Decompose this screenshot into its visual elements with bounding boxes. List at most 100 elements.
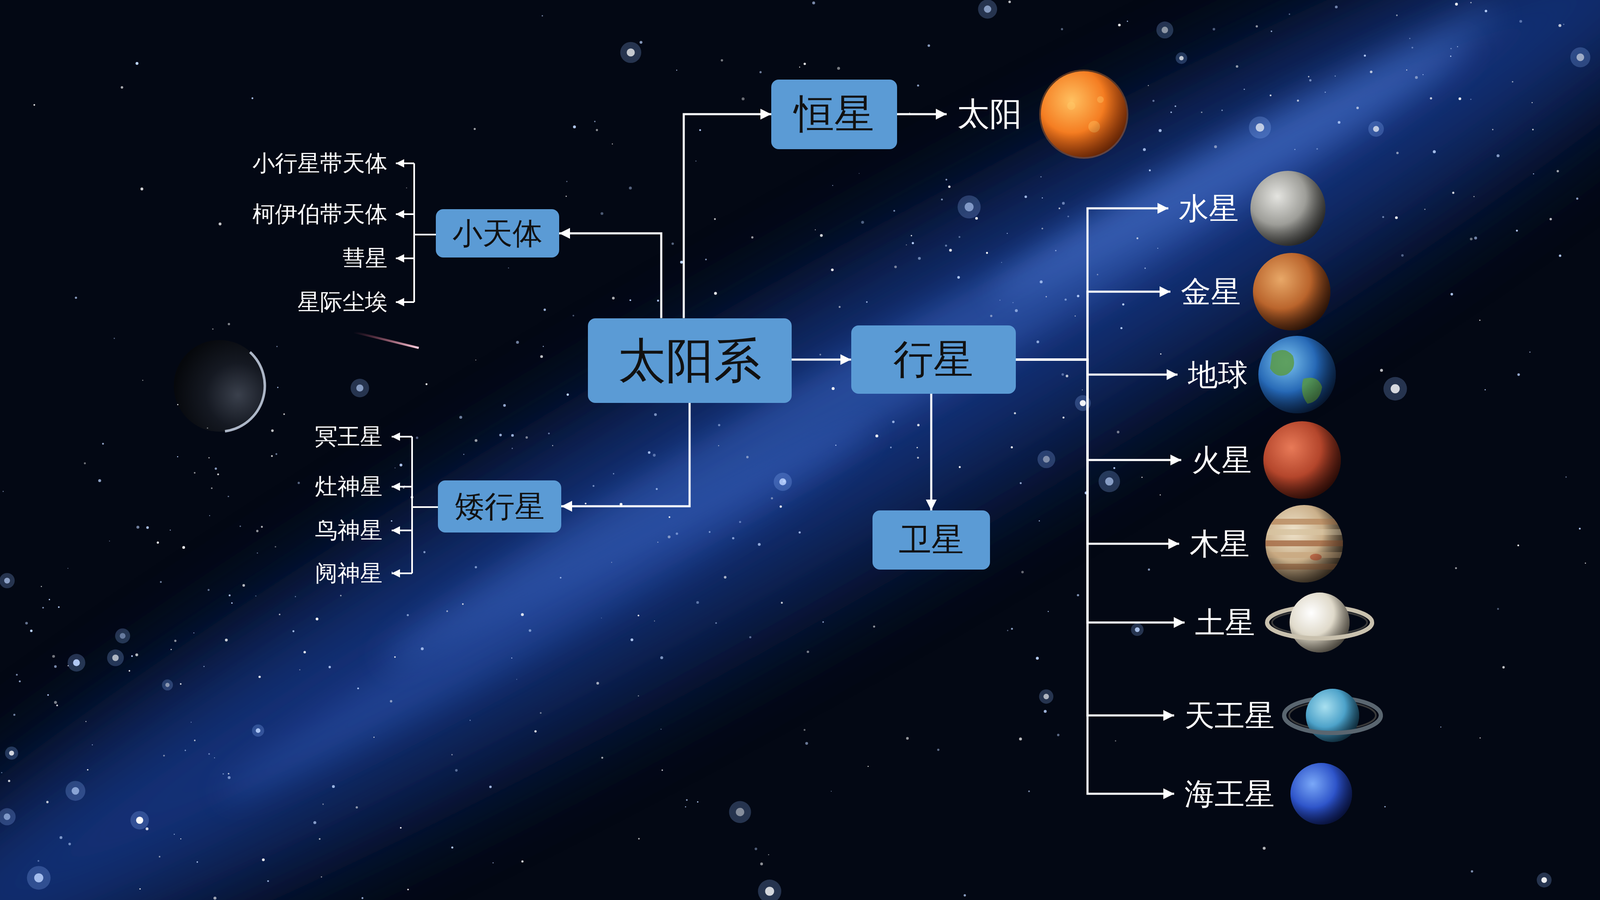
star xyxy=(565,195,567,198)
star xyxy=(964,202,974,212)
star xyxy=(260,525,263,528)
moon xyxy=(173,340,266,432)
leader-arrow xyxy=(395,301,415,303)
star xyxy=(328,665,332,669)
star xyxy=(30,629,33,633)
star xyxy=(1028,790,1030,793)
star xyxy=(7,780,10,783)
star xyxy=(177,456,179,458)
node-label: 木星 xyxy=(1189,525,1250,562)
star xyxy=(746,455,749,459)
star-glow xyxy=(1536,872,1552,888)
star xyxy=(1152,100,1155,103)
star xyxy=(830,790,832,792)
star xyxy=(1578,527,1581,530)
star xyxy=(1502,666,1505,669)
star xyxy=(140,187,144,191)
star xyxy=(595,129,598,132)
star xyxy=(1384,805,1386,808)
star xyxy=(231,602,233,604)
star xyxy=(315,617,319,621)
planet-illustration xyxy=(1281,664,1384,767)
star xyxy=(1047,610,1049,613)
star xyxy=(489,785,492,789)
star xyxy=(357,687,359,690)
star xyxy=(521,860,524,863)
star xyxy=(1159,494,1161,496)
member-label: 彗星 xyxy=(342,245,388,273)
star xyxy=(806,650,810,653)
star xyxy=(1067,215,1070,218)
planet-illustration xyxy=(1264,504,1344,584)
star xyxy=(34,873,44,883)
star xyxy=(394,656,396,658)
planet-ring-front xyxy=(1267,622,1373,639)
star xyxy=(1316,147,1318,150)
star xyxy=(911,242,914,245)
star xyxy=(92,744,93,746)
star-glow xyxy=(620,42,642,63)
star-glow xyxy=(65,780,86,801)
star xyxy=(1585,562,1587,564)
star xyxy=(732,537,735,540)
star xyxy=(173,833,175,835)
star xyxy=(112,654,119,661)
star xyxy=(225,638,228,642)
star xyxy=(1307,75,1310,78)
member-label: 阋神星 xyxy=(315,560,383,588)
star xyxy=(170,648,172,650)
star-glow xyxy=(1156,21,1174,39)
star xyxy=(391,571,393,573)
star xyxy=(3,813,11,820)
star xyxy=(1356,106,1359,110)
star xyxy=(193,632,195,634)
star xyxy=(714,218,716,220)
connector-arrow xyxy=(561,402,690,507)
star xyxy=(255,595,257,597)
star xyxy=(277,386,279,388)
star xyxy=(657,541,659,543)
star xyxy=(735,807,745,817)
star xyxy=(473,127,476,130)
star xyxy=(1135,627,1140,633)
star xyxy=(1065,374,1069,378)
star xyxy=(1021,570,1024,574)
star xyxy=(182,546,186,550)
star xyxy=(803,728,806,731)
star-glow xyxy=(5,746,18,760)
star xyxy=(1492,128,1494,130)
star xyxy=(1013,412,1016,415)
planet-shade xyxy=(1263,421,1341,499)
celestial-body: 海王星 xyxy=(1174,762,1353,826)
star xyxy=(9,750,15,756)
star xyxy=(749,636,752,639)
star xyxy=(1064,298,1067,301)
star xyxy=(165,682,170,688)
star xyxy=(42,606,44,609)
star xyxy=(1113,467,1116,470)
node-label: 金星 xyxy=(1180,273,1241,310)
star xyxy=(399,463,403,467)
star xyxy=(474,439,478,443)
star xyxy=(332,785,335,788)
star xyxy=(135,653,139,657)
star xyxy=(59,836,63,840)
star xyxy=(765,886,775,896)
star xyxy=(1288,13,1291,15)
star xyxy=(1200,111,1203,114)
star xyxy=(71,787,80,795)
planet-shade xyxy=(1258,335,1336,414)
star xyxy=(1531,102,1533,103)
star-glow xyxy=(1130,623,1144,636)
star xyxy=(637,614,640,617)
star xyxy=(1479,737,1481,739)
node-label: 太阳系 xyxy=(617,331,762,390)
star xyxy=(1309,79,1312,82)
star xyxy=(1372,125,1379,132)
star xyxy=(193,472,196,474)
star xyxy=(770,497,773,500)
star xyxy=(630,638,634,642)
star xyxy=(212,328,214,330)
star xyxy=(718,445,720,446)
star xyxy=(1055,250,1057,252)
